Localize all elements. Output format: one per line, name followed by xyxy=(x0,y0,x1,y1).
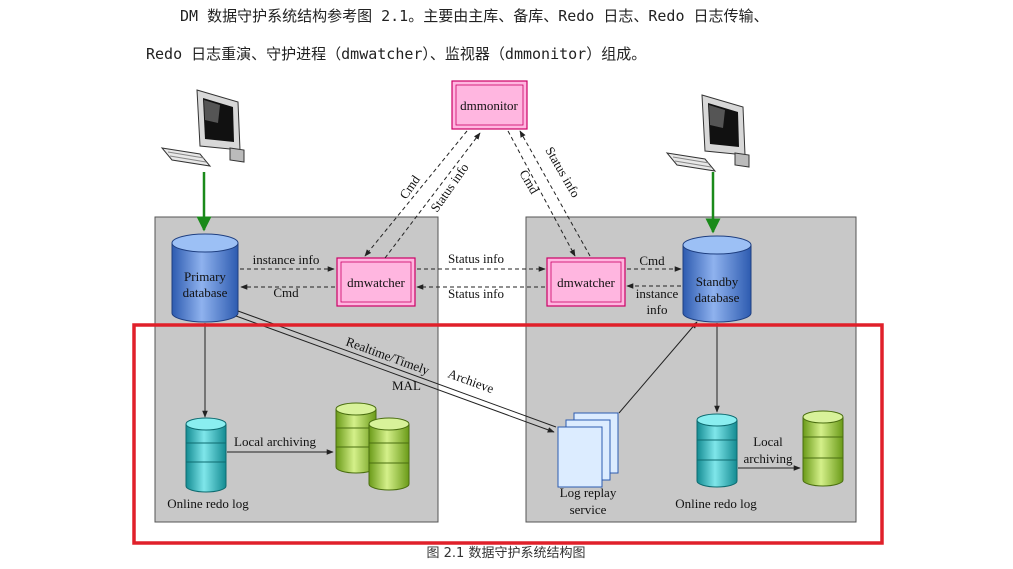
online-redo-log-left-cylinder xyxy=(185,417,227,493)
log-replay-label-1: Log replay xyxy=(560,485,617,500)
mal-line-1 xyxy=(237,310,557,428)
log-replay-label-2: service xyxy=(570,502,607,517)
highlight-frame xyxy=(132,323,884,545)
replay-to-standby-arrow xyxy=(618,321,698,414)
status-arrow-right xyxy=(519,130,591,257)
dmmonitor-label: dmmonitor xyxy=(460,98,518,113)
cmd-left-label: Cmd xyxy=(396,172,423,202)
intro-line-2: Redo 日志重演、守护进程（dmwatcher）、监视器（dmmonitor）… xyxy=(146,45,647,63)
status-arrow-left xyxy=(384,132,481,259)
log-replay-service-icon xyxy=(557,412,619,488)
local-archiving-left-label: Local archiving xyxy=(234,434,316,449)
standby-db-label-2: database xyxy=(695,290,740,305)
mal-line-2 xyxy=(235,315,555,433)
intro-line-1: DM 数据守护系统结构参考图 2.1。主要由主库、备库、Redo 日志、Redo… xyxy=(180,7,769,25)
online-redo-right-label: Online redo log xyxy=(675,496,757,511)
instance-info-left-label: instance info xyxy=(253,252,320,267)
cmd-standby-label: Cmd xyxy=(639,253,665,268)
dmwatcher-primary-label: dmwatcher xyxy=(347,275,405,290)
primary-db-label-1: Primary xyxy=(184,269,226,284)
dmwatcher-primary-box xyxy=(336,257,416,307)
computer-right-icon xyxy=(665,94,750,172)
mal-label: MAL xyxy=(392,378,421,393)
instance-info-right-label-1: instance xyxy=(636,286,679,301)
cmd-arrow-right xyxy=(507,130,576,257)
dmwatcher-standby-label: dmwatcher xyxy=(557,275,615,290)
standby-database-cylinder xyxy=(682,235,752,323)
online-redo-left-label: Online redo log xyxy=(167,496,249,511)
figure-caption: 图 2.1 数据守护系统结构图 xyxy=(427,546,586,561)
dmmonitor-box xyxy=(451,80,528,130)
dmwatcher-standby-box xyxy=(546,257,626,307)
status-bottom-label: Status info xyxy=(448,286,504,301)
archive-left-cylinder-front xyxy=(368,417,410,491)
cmd-arrow-left xyxy=(364,130,468,257)
archieve-label: Archieve xyxy=(446,366,496,396)
standby-db-label-1: Standby xyxy=(696,274,739,289)
primary-db-label-2: database xyxy=(183,285,228,300)
cmd-primary-label: Cmd xyxy=(273,285,299,300)
archive-right-cylinder xyxy=(802,410,844,487)
status-left-label: Status info xyxy=(427,160,471,214)
status-top-label: Status info xyxy=(448,251,504,266)
online-redo-log-right-cylinder xyxy=(696,413,738,488)
status-right-label: Status info xyxy=(542,144,583,200)
local-archiving-right-label-2: archiving xyxy=(743,451,793,466)
computer-left-icon xyxy=(160,89,245,167)
instance-info-right-label-2: info xyxy=(647,302,668,317)
cmd-right-label: Cmd xyxy=(516,167,542,197)
local-archiving-right-label-1: Local xyxy=(753,434,783,449)
